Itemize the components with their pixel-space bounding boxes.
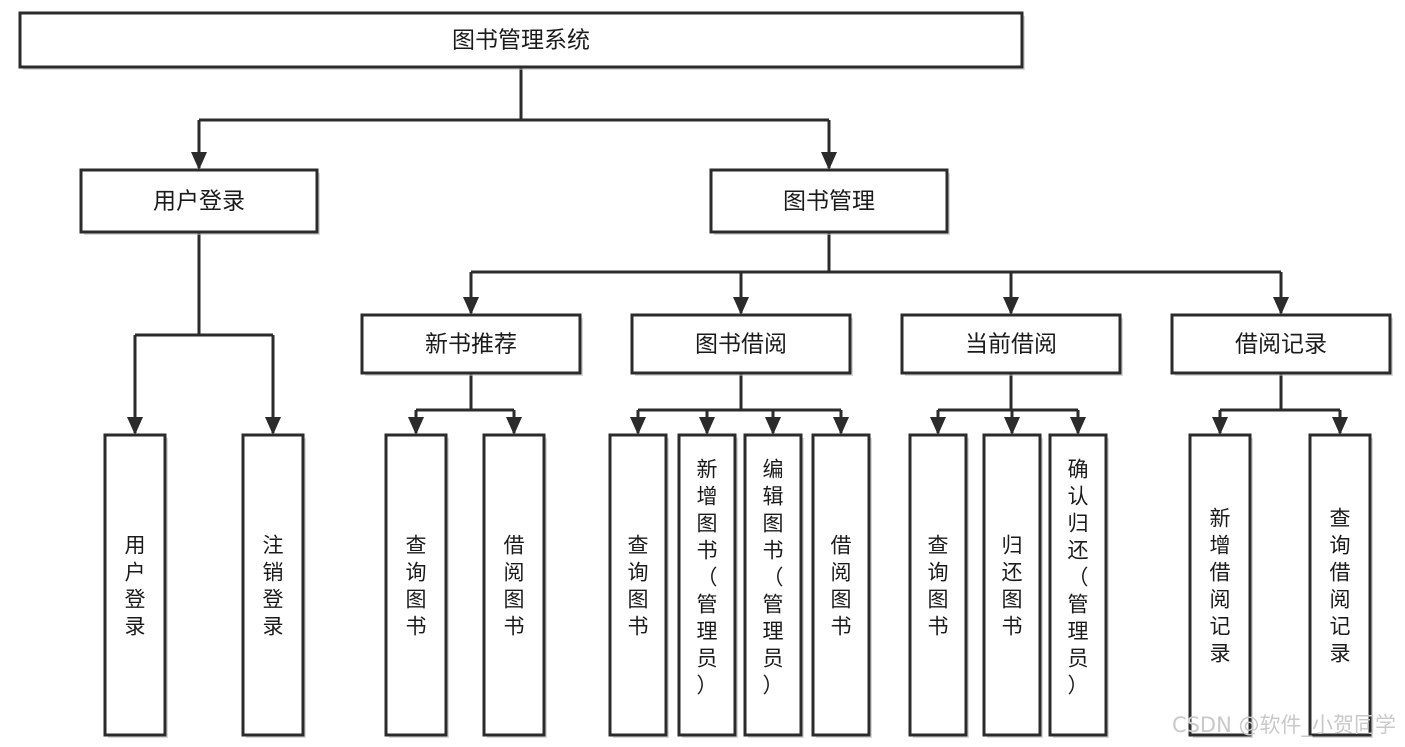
node-box bbox=[18, 11, 1024, 69]
node-root[interactable]: 图书管理系统 bbox=[18, 11, 1025, 70]
node-box bbox=[241, 433, 305, 737]
node-label: 用户登录 bbox=[153, 189, 245, 215]
edge-group-login bbox=[127, 232, 281, 435]
node-label: 借阅图书 bbox=[831, 534, 852, 639]
node-leaf-bw-borrow[interactable]: 借阅图书 bbox=[811, 433, 872, 738]
edge-group-newbook bbox=[408, 373, 522, 435]
node-label: 查询图书 bbox=[406, 534, 427, 639]
node-login[interactable]: 用户登录 bbox=[79, 168, 320, 235]
node-label: 用户登录 bbox=[125, 534, 146, 639]
node-label: 新增图书（管理员） bbox=[697, 458, 718, 698]
node-leaf-rc-add[interactable]: 新增借阅记录 bbox=[1188, 433, 1253, 738]
node-box bbox=[103, 433, 167, 737]
node-label: 新书推荐 bbox=[425, 332, 517, 358]
node-box bbox=[982, 433, 1042, 737]
node-box bbox=[608, 433, 668, 737]
node-box bbox=[900, 313, 1122, 375]
node-box bbox=[1048, 433, 1108, 737]
edge-group-records bbox=[1212, 373, 1348, 435]
node-box bbox=[79, 168, 319, 234]
node-label: 查询借阅记录 bbox=[1330, 507, 1351, 666]
node-box bbox=[360, 313, 582, 375]
node-label: 借阅图书 bbox=[504, 534, 525, 639]
node-leaf-cb-confirm[interactable]: 确认归还（管理员） bbox=[1048, 433, 1109, 738]
node-box bbox=[709, 168, 949, 234]
node-leaf-nb-borrow[interactable]: 借阅图书 bbox=[482, 433, 547, 738]
node-bookmgmt[interactable]: 图书管理 bbox=[709, 168, 950, 235]
node-leaf-bw-edit[interactable]: 编辑图书（管理员） bbox=[743, 433, 804, 738]
node-label: 图书管理 bbox=[783, 189, 875, 215]
node-label: 查询图书 bbox=[928, 534, 949, 639]
node-leaf-user-logout[interactable]: 注销登录 bbox=[241, 433, 306, 738]
node-records[interactable]: 借阅记录 bbox=[1170, 313, 1393, 376]
node-box bbox=[677, 433, 737, 737]
node-box bbox=[811, 433, 871, 737]
node-box bbox=[384, 433, 448, 737]
node-label: 图书管理系统 bbox=[452, 28, 590, 54]
node-leaf-cb-query[interactable]: 查询图书 bbox=[908, 433, 969, 738]
node-newbook[interactable]: 新书推荐 bbox=[360, 313, 583, 376]
node-label: 编辑图书（管理员） bbox=[763, 458, 784, 698]
node-label: 当前借阅 bbox=[965, 332, 1057, 358]
node-box bbox=[1308, 433, 1372, 737]
edge-group-bookmgmt bbox=[463, 232, 1289, 315]
node-box bbox=[743, 433, 803, 737]
node-borrow[interactable]: 图书借阅 bbox=[630, 313, 853, 376]
node-leaf-nb-query[interactable]: 查询图书 bbox=[384, 433, 449, 738]
node-leaf-user-login[interactable]: 用户登录 bbox=[103, 433, 168, 738]
node-label: 归还图书 bbox=[1002, 534, 1023, 639]
node-leaf-rc-query[interactable]: 查询借阅记录 bbox=[1308, 433, 1373, 738]
node-box bbox=[908, 433, 968, 737]
node-box bbox=[630, 313, 852, 375]
node-layer: 图书管理系统用户登录图书管理新书推荐图书借阅当前借阅借阅记录用户登录注销登录查询… bbox=[18, 11, 1393, 738]
node-box bbox=[482, 433, 546, 737]
edge-group-current bbox=[930, 373, 1086, 435]
edge-group-root bbox=[191, 67, 837, 170]
node-label: 借阅记录 bbox=[1235, 332, 1327, 358]
node-leaf-bw-add[interactable]: 新增图书（管理员） bbox=[677, 433, 738, 738]
node-box bbox=[1188, 433, 1252, 737]
node-label: 图书借阅 bbox=[695, 332, 787, 358]
node-label: 新增借阅记录 bbox=[1210, 507, 1231, 666]
node-leaf-bw-query[interactable]: 查询图书 bbox=[608, 433, 669, 738]
node-current[interactable]: 当前借阅 bbox=[900, 313, 1123, 376]
node-leaf-cb-return[interactable]: 归还图书 bbox=[982, 433, 1043, 738]
edge-layer bbox=[127, 67, 1348, 435]
edge-group-borrow bbox=[630, 373, 849, 435]
node-box bbox=[1170, 313, 1392, 375]
watermark-label: CSDN @软件_小贺同学 bbox=[1172, 713, 1396, 738]
node-label: 确认归还（管理员） bbox=[1068, 458, 1089, 698]
node-label: 查询图书 bbox=[628, 534, 649, 639]
node-label: 注销登录 bbox=[263, 534, 284, 639]
